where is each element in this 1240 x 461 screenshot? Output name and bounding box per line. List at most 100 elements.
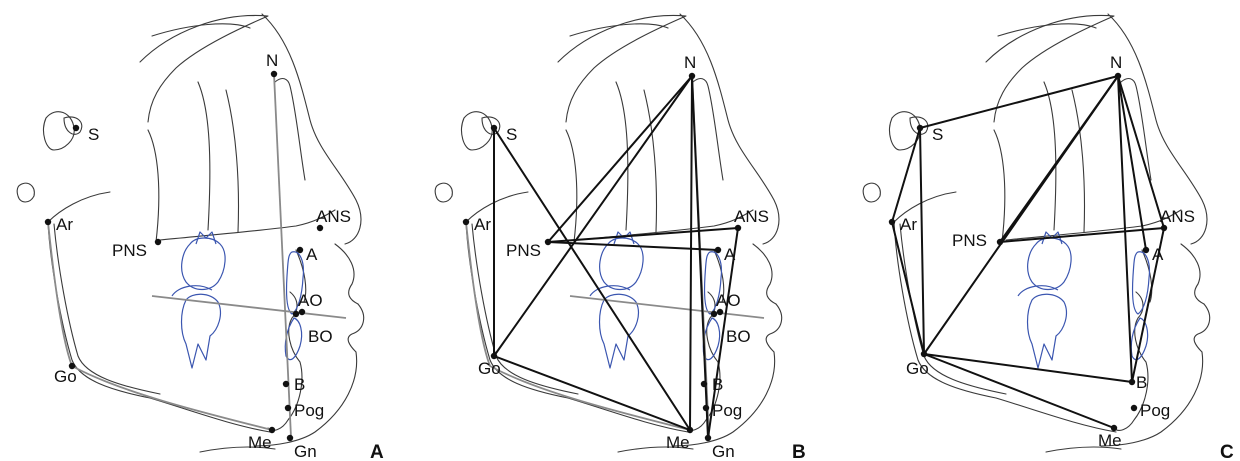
n-a-line <box>1117 75 1147 251</box>
landmark-me: Me <box>666 426 694 452</box>
go-me-line <box>493 355 691 431</box>
svg-text:N: N <box>266 51 278 70</box>
landmark-ans: ANS <box>1160 207 1195 232</box>
svg-text:A: A <box>724 245 736 264</box>
panel-letter-a: A <box>370 442 384 461</box>
n-pns-line <box>999 75 1119 243</box>
go-me-line <box>923 353 1115 429</box>
mandibular-border-line <box>47 221 273 431</box>
landmark-ans: ANS <box>316 207 351 232</box>
landmark-go: Go <box>478 352 501 378</box>
svg-text:S: S <box>932 125 943 144</box>
svg-text:N: N <box>1110 53 1122 72</box>
pns-a-line <box>547 241 719 251</box>
landmark-bo: BO <box>710 310 751 346</box>
panel-b: S N Ar ANS PNS A AO BO <box>434 13 806 461</box>
ans-gn-line <box>707 227 739 439</box>
svg-text:A: A <box>306 245 318 264</box>
landmark-b: B <box>700 375 723 394</box>
landmark-bo: BO <box>292 310 333 346</box>
landmark-ao: AO <box>716 291 741 316</box>
n-b-line <box>1117 75 1133 383</box>
landmark-b: B <box>1128 373 1147 392</box>
svg-text:B: B <box>1136 373 1147 392</box>
landmark-pog: Pog <box>702 401 742 420</box>
svg-text:A: A <box>1152 245 1164 264</box>
panel-letter-c: C <box>1220 442 1234 461</box>
svg-text:Me: Me <box>666 433 690 452</box>
landmark-a: A <box>296 245 318 264</box>
svg-text:PNS: PNS <box>952 231 987 250</box>
landmark-ao: AO <box>298 291 323 316</box>
landmark-ans: ANS <box>734 207 769 232</box>
svg-text:AO: AO <box>716 291 741 310</box>
landmark-pns: PNS <box>952 231 1004 250</box>
landmark-me: Me <box>248 426 276 452</box>
landmark-go: Go <box>906 350 929 378</box>
ans-b-line <box>1131 227 1165 383</box>
svg-text:ANS: ANS <box>734 207 769 226</box>
landmark-s: S <box>490 124 517 144</box>
svg-text:B: B <box>294 375 305 394</box>
svg-text:B: B <box>712 375 723 394</box>
landmark-n: N <box>266 51 278 78</box>
landmark-pog: Pog <box>1130 401 1170 420</box>
go-n-line <box>493 75 693 357</box>
nasion-vertical-line <box>273 73 292 438</box>
n-pns-line <box>547 75 693 243</box>
ar-go-line <box>891 221 925 355</box>
n-me-line <box>689 75 693 431</box>
landmark-ar: Ar <box>462 215 491 234</box>
s-ar-line <box>891 127 921 223</box>
svg-text:Ar: Ar <box>900 215 917 234</box>
svg-text:PNS: PNS <box>112 241 147 260</box>
landmark-go: Go <box>54 362 77 386</box>
svg-text:ANS: ANS <box>316 207 351 226</box>
n-ans-line <box>1117 75 1165 229</box>
pns-ans-line <box>999 227 1165 243</box>
landmark-ar: Ar <box>44 215 73 234</box>
svg-text:Pog: Pog <box>712 401 742 420</box>
mandibular-border-line <box>465 221 691 431</box>
svg-text:Go: Go <box>906 359 929 378</box>
svg-text:AO: AO <box>298 291 323 310</box>
landmark-n: N <box>684 53 696 80</box>
svg-text:ANS: ANS <box>1160 207 1195 226</box>
svg-text:PNS: PNS <box>506 241 541 260</box>
landmark-s: S <box>916 124 943 144</box>
svg-text:Go: Go <box>54 367 77 386</box>
occlusal-plane-line <box>569 295 765 319</box>
svg-text:Gn: Gn <box>294 442 317 461</box>
landmark-s: S <box>72 124 99 144</box>
svg-text:Me: Me <box>1098 431 1122 450</box>
go-b-line <box>923 353 1133 383</box>
landmark-gn: Gn <box>286 434 317 461</box>
svg-text:Pog: Pog <box>294 401 324 420</box>
panel-a: S N Ar ANS PNS A AO BO <box>16 13 384 461</box>
landmark-ar: Ar <box>888 215 917 234</box>
svg-text:S: S <box>88 125 99 144</box>
svg-text:Me: Me <box>248 433 272 452</box>
landmark-n: N <box>1110 53 1122 80</box>
landmark-me: Me <box>1098 424 1122 450</box>
svg-text:S: S <box>506 125 517 144</box>
landmark-a: A <box>1142 245 1164 264</box>
svg-text:N: N <box>684 53 696 72</box>
svg-text:Go: Go <box>478 359 501 378</box>
landmark-pog: Pog <box>284 401 324 420</box>
svg-text:Gn: Gn <box>712 442 735 461</box>
molar-teeth <box>1017 231 1072 369</box>
svg-text:BO: BO <box>726 327 751 346</box>
n-gn-line <box>691 75 709 439</box>
svg-text:Ar: Ar <box>474 215 491 234</box>
svg-text:BO: BO <box>308 327 333 346</box>
s-me-line <box>493 127 691 431</box>
panel-letter-b: B <box>792 442 806 461</box>
pns-ans-line <box>547 227 739 243</box>
landmark-a: A <box>714 245 736 264</box>
svg-text:Pog: Pog <box>1140 401 1170 420</box>
occlusal-plane-line <box>151 295 347 319</box>
s-n-line <box>919 75 1119 129</box>
landmark-gn: Gn <box>704 434 735 461</box>
svg-text:Ar: Ar <box>56 215 73 234</box>
